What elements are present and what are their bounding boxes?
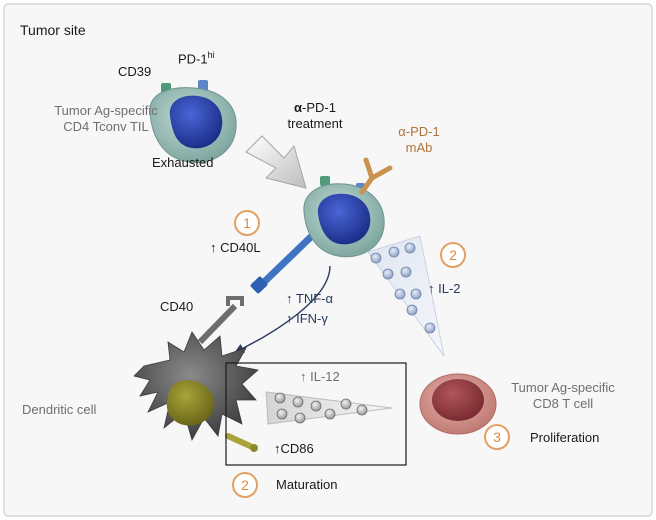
tumor-site-label: Tumor site [20,22,86,38]
il2-beads [370,242,436,334]
tnf-alpha-label: ↑ TNF-α [286,291,333,306]
tumor-ag-cd8-label: Tumor Ag-specific CD8 T cell [511,380,615,411]
maturation-box [225,362,407,466]
cd40-label: CD40 [160,299,194,314]
cd86-receptor [225,433,253,449]
cd86-label: ↑CD86 [274,441,314,456]
cd40-receptor-stalk [197,303,238,345]
il2-label: ↑ IL-2 [428,281,461,296]
dendritic-cell-label: Dendritic cell [22,402,97,417]
cd40l-tip [250,276,268,294]
il12-beads [274,392,368,424]
cd39-receptor-right [320,176,330,186]
cd40l-stalk [259,229,319,287]
step-2-maturation-badge: 2 [232,472,258,498]
proliferation-label: Proliferation [530,430,600,445]
dendritic-cell [133,331,259,452]
pd1-hi-label: PD-1hi [178,50,215,67]
cd40l-label: ↑ CD40L [210,240,261,255]
treatment-arrow [245,135,307,189]
anti-pd1-mab-label: α-PD-1 mAb [398,124,440,155]
maturation-label: Maturation [276,477,338,492]
treatment-label: α-PD-1 treatment [287,100,343,131]
step-1-badge: 1 [234,210,260,236]
il12-label: ↑ IL-12 [300,369,340,384]
cytokine-arrow [234,265,331,353]
step-2-il2-badge: 2 [440,242,466,268]
cd86-receptor-tip [250,444,258,452]
activated-cd4-cell [250,157,393,294]
exhausted-cd4-cell [149,80,237,164]
ifn-gamma-label: ↑ IFN-γ [286,311,328,326]
step-3-badge: 3 [484,424,510,450]
cd39-label: CD39 [118,64,152,79]
exhausted-label: Exhausted [152,155,214,170]
tumor-ag-cd4-label: Tumor Ag-specific CD4 Tconv TIL [54,103,158,134]
cd40-receptor-cup [226,296,244,306]
cd8-t-cell [419,373,497,435]
anti-pd1-antibody [359,157,393,195]
